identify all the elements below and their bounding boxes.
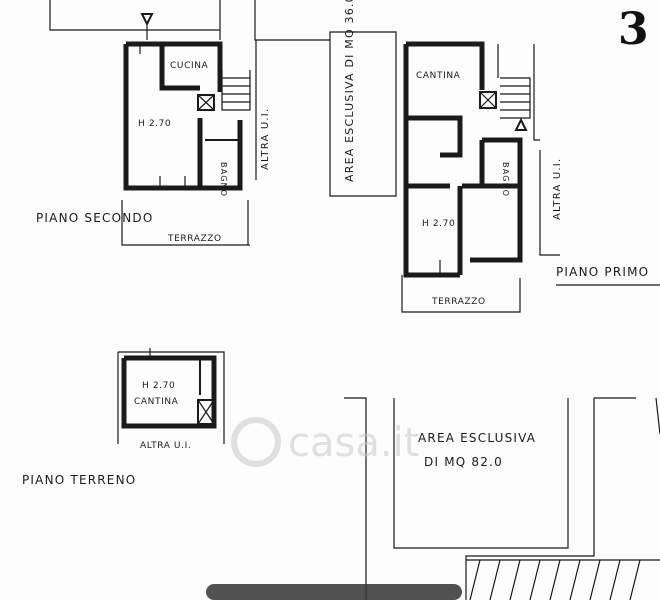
staircase-primo [479, 77, 531, 131]
wall-cellar [121, 355, 217, 429]
room-label-height: H 2.70 [138, 119, 171, 129]
watermark-logo-icon [231, 417, 281, 467]
sheet-number: 3 [618, 4, 649, 55]
exclusive-area-label: AREA ESCLUSIVA DI MQ 36.0 [343, 0, 356, 182]
exclusive-area-box [393, 398, 569, 549]
neighbor-label-terreno: ALTRA U.I. [140, 441, 191, 451]
staircase [197, 70, 251, 111]
room-label-height-primo: H 2.70 [422, 219, 455, 229]
exclusive-area-label-2: DI MQ 82.0 [424, 455, 503, 469]
entrance-arrow-icon-primo [514, 117, 528, 131]
neighbor-label-primo: ALTRA U.I. [552, 158, 563, 220]
entrance-arrow-icon [140, 13, 154, 27]
exclusive-area-label-1: AREA ESCLUSIVA [418, 431, 536, 445]
neighbor-label: ALTRA U.I. [260, 108, 271, 170]
floor-title-secondo: PIANO SECONDO [36, 211, 154, 225]
exclusive-area-outline [329, 31, 397, 197]
terrace-label: TERRAZZO [167, 234, 222, 244]
wall-main-room [123, 44, 200, 191]
floor-title-terreno: PIANO TERRENO [22, 473, 136, 487]
outline-top [49, 0, 220, 31]
terrace-label-primo: TERRAZZO [431, 297, 486, 307]
hatched-block [466, 559, 660, 600]
plan-piano-secondo: CUCINA H 2.70 BAGNO ALTRA U.I. PIANO SEC… [36, 0, 330, 246]
room-label-cellar: CANTINA [416, 71, 461, 81]
watermark-text: casa.it [288, 420, 419, 466]
room-label-height-terreno: H 2.70 [142, 381, 175, 391]
room-label-bath-primo: BAGNO [501, 162, 510, 197]
floor-title-primo: PIANO PRIMO [556, 265, 649, 279]
watermark: casa.it [231, 417, 419, 467]
plan-exclusive-area-terreno: AREA ESCLUSIVA DI MQ 82.0 [344, 397, 660, 600]
bottom-bar [206, 584, 462, 600]
plan-piano-terreno: H 2.70 CANTINA ALTRA U.I. PIANO TERRENO [22, 348, 225, 487]
staircase-terreno [197, 399, 215, 425]
room-label-bath: BAGNO [219, 162, 228, 197]
plan-piano-primo: AREA ESCLUSIVA DI MQ 36.0 CA [329, 0, 660, 313]
room-label-kitchen: CUCINA [170, 61, 209, 71]
room-label-cellar-terreno: CANTINA [134, 397, 179, 407]
